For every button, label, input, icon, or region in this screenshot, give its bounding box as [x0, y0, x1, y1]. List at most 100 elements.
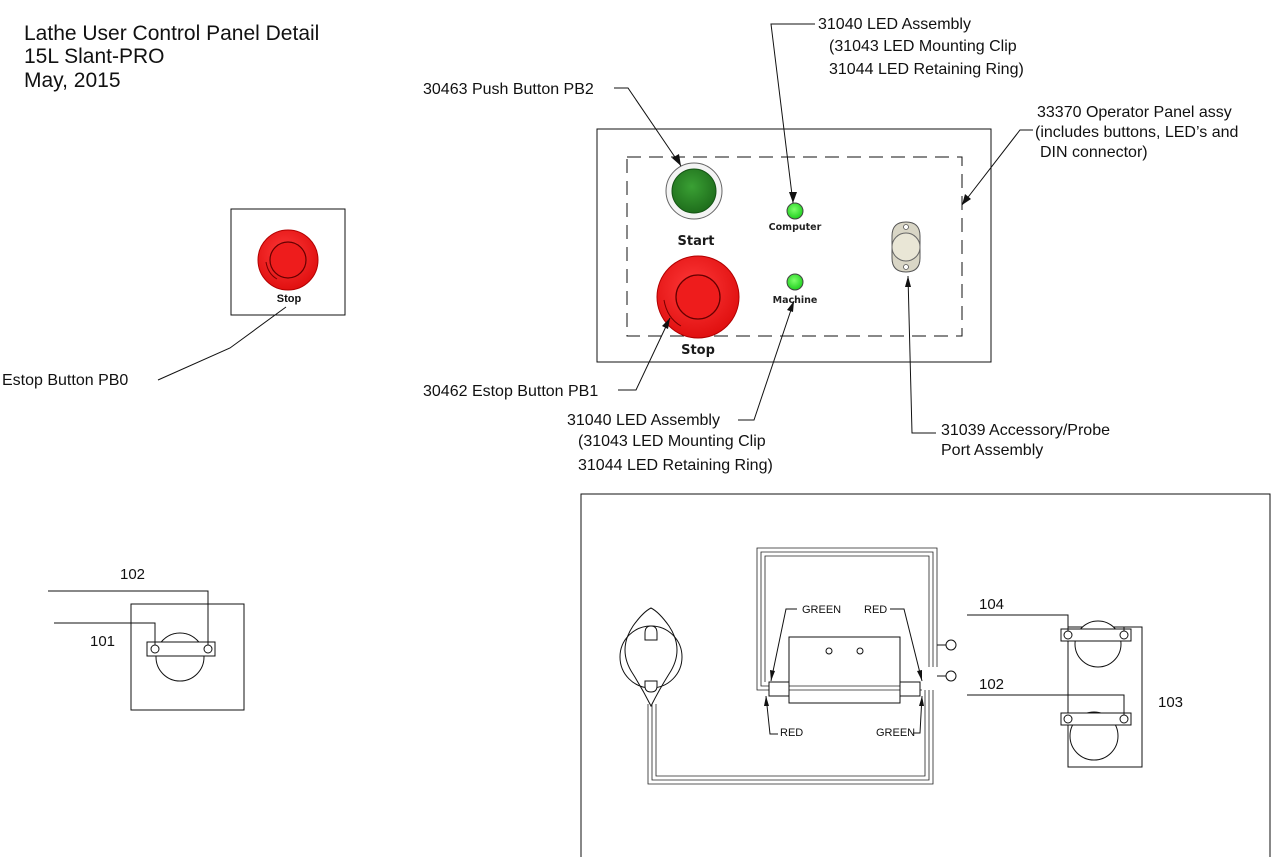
operator-panel-callout-line3: DIN connector): [1040, 144, 1148, 161]
machine-led-label: Machine: [773, 295, 818, 306]
terminal-icon: [945, 670, 957, 682]
estop-pb0-cap: [269, 241, 307, 279]
callout-led-bottom: 31040 LED Assembly (31043 LED Mounting C…: [567, 300, 795, 474]
contact-block: [146, 641, 216, 657]
switch-body-outline: [155, 632, 205, 682]
led-bottom-callout-line1: 31040 LED Assembly: [567, 412, 720, 429]
wire-102-label: 102: [979, 676, 1004, 693]
push-button-leader: [614, 87, 682, 167]
start-button: [671, 168, 717, 214]
estop-pb0-detail: Stop Estop Button PB0: [2, 208, 346, 389]
led-top-callout-line3: 31044 LED Retaining Ring): [829, 61, 1024, 78]
operator-panel-outline: [596, 128, 992, 363]
green-wire-top-label: GREEN: [802, 604, 841, 616]
title-block: Lathe User Control Panel Detail 15L Slan…: [24, 22, 319, 92]
operator-panel-leader: [961, 129, 1033, 206]
din-cable: [655, 690, 926, 777]
contact-block: [1060, 712, 1132, 726]
green-wire-bottom-leader: [913, 695, 923, 734]
led-bottom-leader: [738, 300, 795, 421]
led-bottom-callout-line3: 31044 LED Retaining Ring): [578, 457, 773, 474]
arrowhead-icon: [770, 670, 775, 681]
twist-arrow-icon: [265, 261, 278, 280]
callout-accessory: 31039 Accessory/Probe Port Assembly: [905, 275, 1110, 459]
estop-pb0-frame: [230, 208, 346, 316]
arrowhead-icon: [672, 154, 681, 166]
estop-pb0-callout: Estop Button PB0: [2, 372, 128, 389]
rear-view-frame: [580, 493, 1271, 857]
led-bracket: [756, 547, 938, 691]
led-lead-right: [899, 681, 921, 697]
arrowhead-icon: [962, 194, 971, 205]
drawing-date: May, 2015: [24, 69, 121, 92]
estop-pb0-leader: [157, 306, 287, 381]
wire-104: [967, 614, 1069, 631]
led-top-callout-line2: (31043 LED Mounting Clip: [829, 38, 1017, 55]
din-key-notch: [644, 625, 658, 641]
twist-arrow-icon: [663, 299, 682, 327]
led-bottom-callout-line2: (31043 LED Mounting Clip: [578, 433, 766, 450]
screw-hole-icon: [903, 224, 909, 230]
accessory-callout-line2: Port Assembly: [941, 442, 1043, 459]
callout-push-button: 30463 Push Button PB2: [423, 81, 682, 167]
led-hole-icon: [856, 647, 864, 655]
terminal-icon: [945, 639, 957, 651]
arrowhead-icon: [917, 670, 922, 681]
arrowhead-icon: [662, 318, 670, 329]
wire-104-label: 104: [979, 596, 1004, 613]
start-button-label: Start: [678, 234, 715, 249]
callout-estop-pb1: 30462 Estop Button PB1: [423, 317, 671, 400]
arrowhead-icon: [764, 696, 769, 706]
din-connector: [891, 232, 921, 262]
wire-103-label: 103: [1158, 694, 1183, 711]
red-wire-bottom-leader: [765, 695, 778, 735]
arrowhead-icon: [789, 192, 797, 203]
computer-led: [786, 202, 804, 220]
led-top-callout-line1: 31040 LED Assembly: [818, 16, 971, 33]
operator-panel: Start Stop Computer Machine: [596, 128, 992, 363]
callout-led-top: 31040 LED Assembly (31043 LED Mounting C…: [770, 16, 1024, 204]
estop-pb0-label: Stop: [277, 293, 302, 305]
model-name: 15L Slant-PRO: [24, 45, 164, 68]
wire-102: [48, 590, 209, 645]
push-button-callout: 30463 Push Button PB2: [423, 81, 594, 98]
accessory-leader: [907, 275, 936, 434]
led-hole-icon: [825, 647, 833, 655]
wire-101: [54, 622, 156, 645]
panel-cutout-outline: [626, 156, 963, 337]
wire-102: [967, 694, 1125, 715]
green-wire-leader: [770, 608, 797, 682]
computer-led-label: Computer: [769, 222, 822, 233]
wire-102-label: 102: [120, 566, 145, 583]
estop-pb1-leader: [618, 317, 671, 391]
led-lead-left: [768, 681, 790, 697]
din-cable: [647, 690, 934, 785]
wiring-detail-right: GREEN RED RED GREEN 104 102 103: [580, 493, 1271, 857]
red-wire-bottom-label: RED: [780, 727, 803, 739]
terminal-icon: [1063, 714, 1073, 724]
estop-pb1-callout: 30462 Estop Button PB1: [423, 383, 598, 400]
accessory-callout-line1: 31039 Accessory/Probe: [941, 422, 1110, 439]
red-wire-top-label: RED: [864, 604, 887, 616]
led-board: [788, 636, 901, 704]
red-wire-leader: [890, 608, 923, 682]
din-cable: [651, 690, 930, 781]
led-bracket: [764, 555, 930, 682]
arrowhead-icon: [905, 276, 911, 287]
callout-operator-panel: 33370 Operator Panel assy (includes butt…: [961, 104, 1238, 206]
led-top-leader: [770, 23, 815, 204]
arrowhead-icon: [919, 696, 924, 706]
machine-led: [786, 273, 804, 291]
stop-button-label: Stop: [681, 343, 715, 358]
stop-button-cap: [675, 274, 721, 320]
drawing-title: Lathe User Control Panel Detail: [24, 22, 319, 45]
wire-101-label: 101: [90, 633, 115, 650]
start-switch-body: [1074, 620, 1122, 668]
contact-block: [1060, 628, 1132, 642]
din-connector-back: [624, 607, 678, 708]
operator-panel-callout-line1: 33370 Operator Panel assy: [1037, 104, 1232, 121]
arrowhead-icon: [787, 301, 794, 312]
screw-hole-icon: [903, 264, 909, 270]
operator-panel-callout-line2: (includes buttons, LED’s and: [1035, 124, 1238, 141]
